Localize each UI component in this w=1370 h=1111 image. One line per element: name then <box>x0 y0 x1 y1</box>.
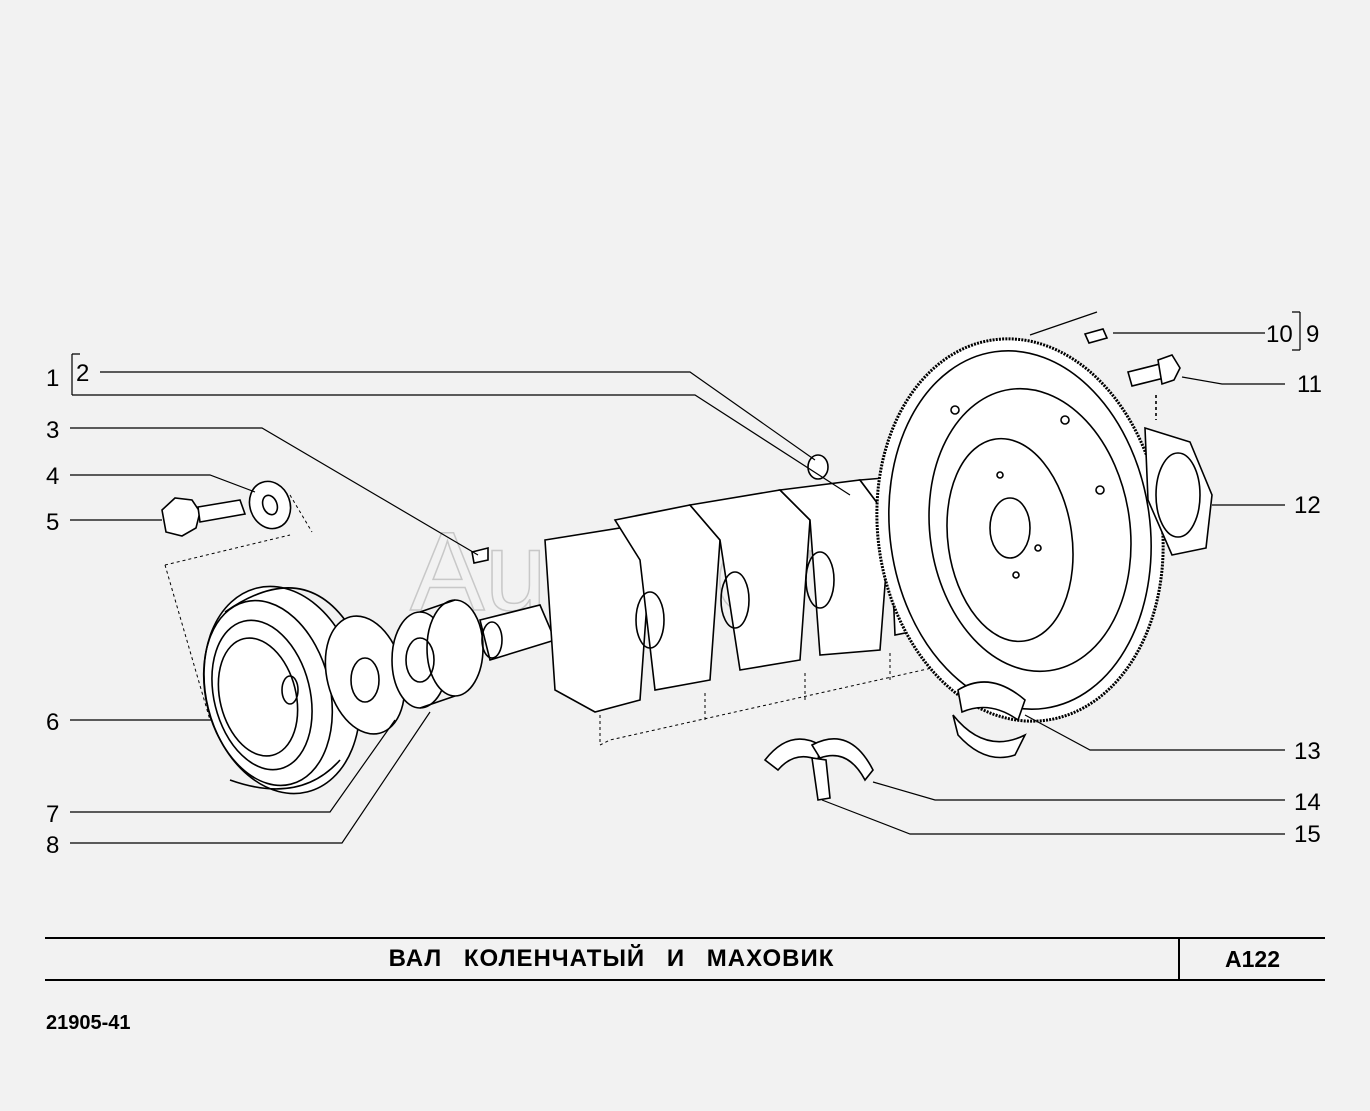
callout-9: 9 <box>1306 321 1319 348</box>
callout-15: 15 <box>1294 821 1321 848</box>
main-bearing-shells <box>952 681 1027 759</box>
woodruff-key <box>471 546 489 564</box>
callout-13: 13 <box>1294 738 1321 765</box>
callout-11: 11 <box>1297 371 1322 398</box>
thrust-washers <box>763 738 874 801</box>
title-divider <box>1178 939 1180 979</box>
flywheel <box>875 337 1165 723</box>
callout-12: 12 <box>1294 492 1321 519</box>
pulley-bolt <box>161 497 247 537</box>
section-code: A122 <box>1225 946 1280 972</box>
washer <box>248 480 292 530</box>
callout-2: 2 <box>76 360 89 387</box>
callout-7: 7 <box>46 801 59 828</box>
leader-lines <box>70 311 1301 844</box>
flywheel-bolt <box>1127 354 1181 420</box>
crankshaft-sprocket <box>391 599 484 709</box>
washer-plate <box>1144 426 1213 556</box>
dowel-pin <box>1083 328 1109 344</box>
callout-10: 10 <box>1266 321 1293 348</box>
callout-6: 6 <box>46 709 59 736</box>
callout-4: 4 <box>46 463 59 490</box>
diagram-title: ВАЛ КОЛЕНЧАТЫЙ И МАХОВИК <box>388 945 835 972</box>
callout-3: 3 <box>46 417 59 444</box>
plug <box>807 454 829 480</box>
callout-14: 14 <box>1294 789 1321 816</box>
callout-5: 5 <box>46 509 59 536</box>
title-block: ВАЛ КОЛЕНЧАТЫЙ И МАХОВИК A122 <box>45 937 1325 981</box>
callout-1: 1 <box>46 365 59 392</box>
document-code: 21905-41 <box>46 1012 131 1034</box>
callout-8: 8 <box>46 832 59 859</box>
